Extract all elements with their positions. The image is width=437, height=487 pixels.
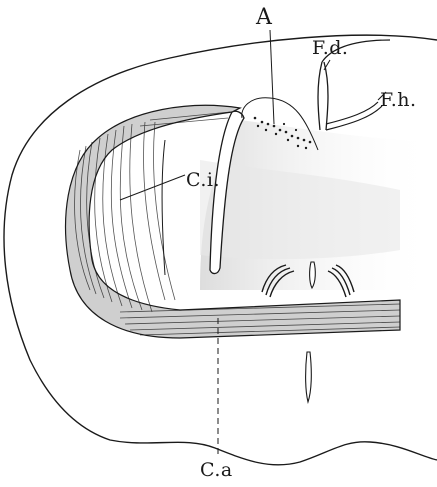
label-ca: C.a bbox=[200, 459, 233, 481]
fissure-horizontal bbox=[326, 102, 382, 130]
label-fh: F.h. bbox=[380, 89, 417, 111]
small-slit-2 bbox=[306, 352, 312, 402]
capsule-inner-edge bbox=[162, 140, 165, 275]
label-a: A bbox=[255, 5, 273, 30]
label-fd: F.d. bbox=[312, 37, 348, 59]
fissure-dorsal bbox=[318, 62, 328, 130]
label-ci: C.i. bbox=[186, 169, 220, 191]
